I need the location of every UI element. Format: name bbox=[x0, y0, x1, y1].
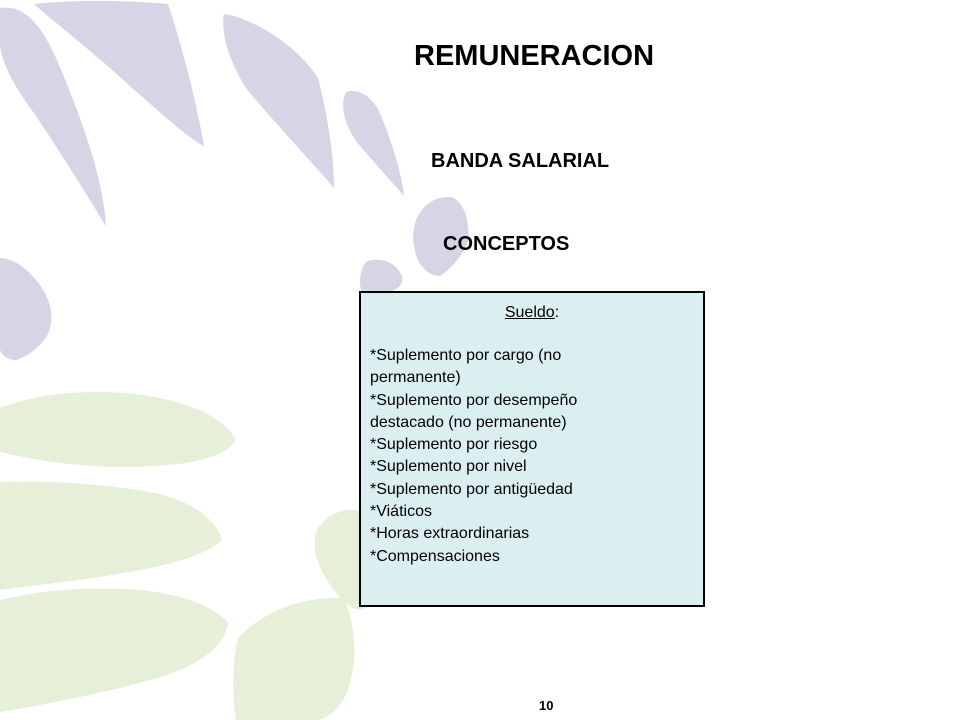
heading-colon: : bbox=[554, 304, 560, 321]
slide-title: REMUNERACION bbox=[414, 40, 655, 72]
box-heading: Sueldo: bbox=[361, 304, 703, 322]
green-petal bbox=[233, 597, 355, 720]
list-item: *Viáticos bbox=[370, 503, 432, 521]
heading-sueldo: Sueldo bbox=[504, 304, 555, 321]
page-number: 10 bbox=[539, 698, 554, 713]
lavender-petal bbox=[223, 14, 334, 188]
section-banda-salarial: BANDA SALARIAL bbox=[431, 150, 610, 172]
concepts-box: Sueldo: *Suplemento por cargo (no perman… bbox=[359, 291, 705, 607]
lavender-petal bbox=[0, 7, 106, 226]
concept-list: *Suplemento por cargo (no permanente) *S… bbox=[370, 345, 620, 568]
list-item: *Suplemento por riesgo bbox=[370, 436, 538, 454]
lavender-petal bbox=[34, 1, 204, 146]
lavender-petal bbox=[413, 196, 469, 276]
green-petal bbox=[0, 588, 228, 712]
list-item: *Compensaciones bbox=[370, 547, 500, 565]
lavender-petal bbox=[343, 91, 404, 196]
list-item: *Suplemento por cargo (no permanente) bbox=[370, 347, 562, 387]
list-item: *Horas extraordinarias bbox=[370, 525, 530, 543]
section-conceptos: CONCEPTOS bbox=[443, 233, 570, 255]
green-petal bbox=[0, 392, 236, 468]
green-petal bbox=[0, 481, 222, 590]
lavender-petal bbox=[0, 258, 52, 360]
lavender-petal bbox=[359, 259, 403, 292]
list-item: *Suplemento por antigüedad bbox=[370, 480, 573, 498]
list-item: *Suplemento por desempeño destacado (no … bbox=[370, 391, 578, 431]
list-item: *Suplemento por nivel bbox=[370, 458, 527, 476]
